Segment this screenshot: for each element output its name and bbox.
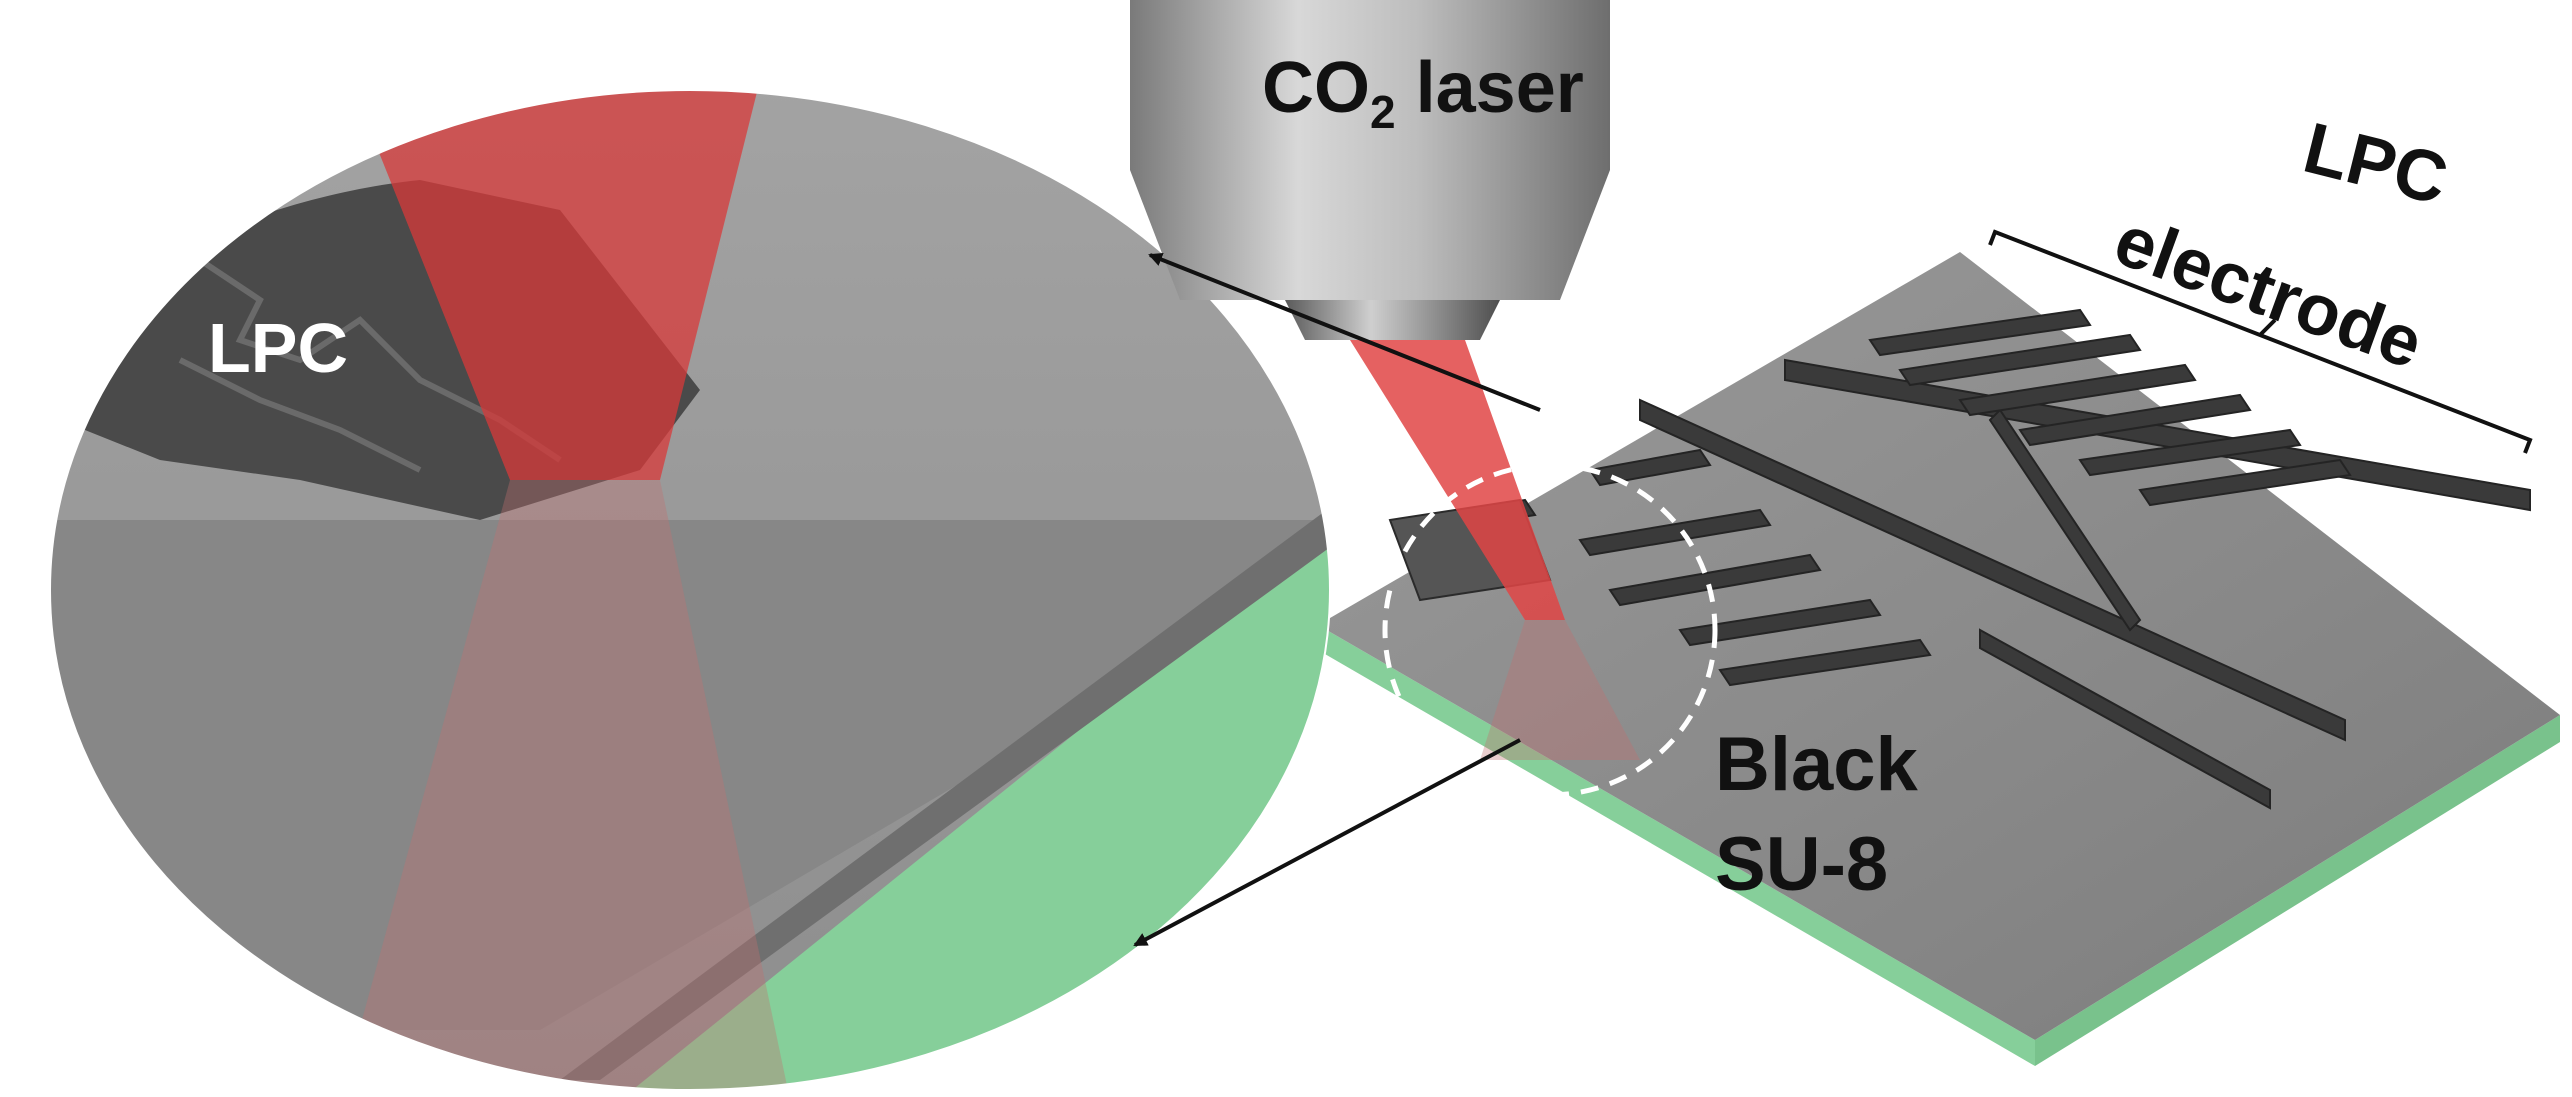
laser-label: CO2 laser (1262, 48, 1584, 138)
zoom-su8-layer (50, 520, 1330, 1030)
substrate-right-edge (2035, 715, 2560, 1066)
electrode-finger (1958, 363, 2197, 417)
laser-beam-main (1350, 340, 1565, 620)
substrate-front-edge (1318, 625, 2035, 1066)
electrode-finger (2078, 428, 2302, 477)
zoom-laser-beam (350, 90, 760, 480)
substrate-plate (1318, 252, 2560, 1066)
lpc-electrode-label-line1: LPC (2296, 108, 2455, 220)
laser-beam-transmitted (1480, 620, 1640, 760)
substrate-label-line2: SU-8 (1715, 822, 1888, 907)
zoom-lpc-label: LPC (208, 309, 348, 387)
electrode-finger (1608, 553, 1822, 607)
electrode-finger (1868, 308, 2092, 357)
zoom-arrow-bottom (1133, 738, 1521, 947)
lpc-electrode-label-line2: electrode (2105, 200, 2433, 385)
electrode-spine (1639, 398, 2346, 742)
lpc-electrode-bracket (1988, 229, 2533, 454)
zoom-substrate-top (560, 500, 1330, 1080)
laser-nozzle-body (1130, 0, 1610, 170)
electrode-finger (1588, 448, 1712, 487)
co2-laser-head (1130, 0, 1610, 340)
laser-nozzle-taper (1130, 170, 1610, 300)
electrode-finger (1578, 508, 1772, 557)
electrode-finger (2138, 458, 2352, 507)
zoom-beam-transmitted (340, 480, 790, 1090)
electrode-finger (1678, 598, 1882, 647)
zoom-view (50, 90, 1330, 1090)
laser-subscript: 2 (1370, 86, 1396, 138)
electrode-spine (1988, 408, 2142, 632)
zoom-arrow-top (1148, 252, 1541, 412)
electrode-spine (1979, 628, 2271, 810)
focus-circle (1382, 462, 1718, 798)
zoom-ellipse-outline (49, 89, 1331, 1091)
substrate-label-line1: Black (1715, 722, 1919, 807)
electrode-finger (2018, 393, 2252, 447)
electrode-finger (1898, 333, 2142, 387)
electrode-finger (1718, 638, 1932, 687)
lpc-electrode-pattern (1388, 308, 2531, 810)
black-su8-surface (1318, 252, 2560, 1040)
